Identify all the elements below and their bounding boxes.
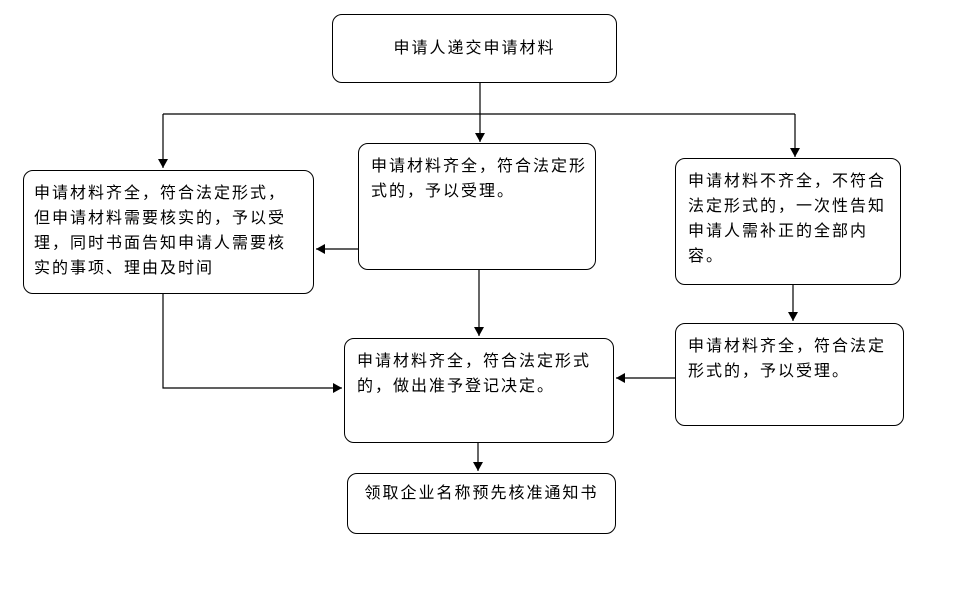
node-applicant-submit: 申请人递交申请材料 [332, 14, 617, 83]
node-accept-complete-middle: 申请材料齐全，符合法定形式的，予以受理。 [358, 143, 596, 270]
node-registration-decision: 申请材料齐全，符合法定形式的，做出准予登记决定。 [344, 338, 614, 443]
node-receive-approval-notice: 领取企业名称预先核准通知书 [347, 473, 616, 534]
connector-verify-to-decision [162, 294, 342, 393]
node-incomplete-notify-corrections: 申请材料不齐全，不符合法定形式的，一次性告知申请人需补正的全部内容。 [675, 158, 901, 285]
node-accept-complete-right: 申请材料齐全，符合法定形式的，予以受理。 [675, 323, 904, 426]
node-accept-needs-verification: 申请材料齐全，符合法定形式，但申请材料需要核实的，予以受理，同时书面告知申请人需… [23, 170, 314, 294]
